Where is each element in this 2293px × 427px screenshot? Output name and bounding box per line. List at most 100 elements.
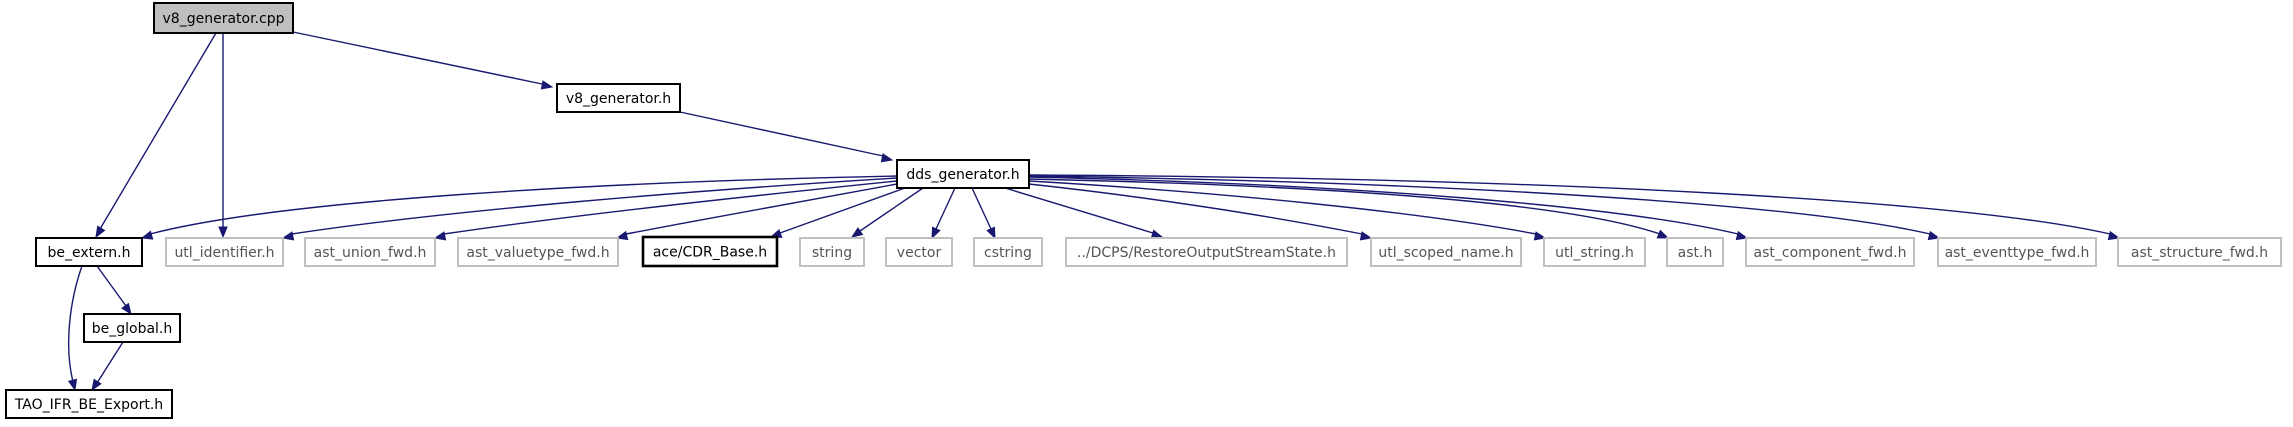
edge-dds_generator_h-to-restore_output_stream_state_h xyxy=(1004,187,1164,239)
node-label: ace/CDR_Base.h xyxy=(653,245,767,261)
node-v8-generator-h[interactable]: v8_generator.h xyxy=(556,83,681,113)
node-box xyxy=(304,237,436,267)
node-label: dds_generator.h xyxy=(906,167,1019,183)
node-be-global-h[interactable]: be_global.h xyxy=(83,313,181,343)
edge-line xyxy=(679,111,884,157)
arrowhead-icon xyxy=(121,302,132,316)
node-box xyxy=(457,237,619,267)
node-box xyxy=(1370,237,1522,267)
node-label: be_extern.h xyxy=(48,245,131,261)
edge-line xyxy=(935,187,956,230)
edge-line xyxy=(971,187,992,230)
arrowhead-icon xyxy=(1656,229,1670,239)
edge-line xyxy=(96,341,124,384)
edge-dds_generator_h-to-ast_union_fwd_h xyxy=(433,180,898,241)
node-be-extern-h[interactable]: be_extern.h xyxy=(35,237,143,267)
arrowhead-icon xyxy=(1735,230,1749,241)
node-tao-ifr-be-export-h[interactable]: TAO_IFR_BE_Export.h xyxy=(5,389,173,419)
node-utl-identifier-h: utl_identifier.h xyxy=(165,237,284,267)
edge-dds_generator_h-to-utl_scoped_name_h xyxy=(1028,183,1373,241)
edge-dds_generator_h-to-ast_eventtype_fwd_h xyxy=(1028,175,1941,241)
edge-line xyxy=(1028,183,1363,235)
edge-line xyxy=(96,265,127,307)
node-box xyxy=(641,235,779,268)
node-label: ../DCPS/RestoreOutputStreamState.h xyxy=(1077,245,1336,261)
node-box xyxy=(2117,237,2282,267)
edge-line xyxy=(1028,178,1661,235)
edges-layer xyxy=(67,31,2121,392)
node-string: string xyxy=(799,237,865,267)
edge-v8_generator_cpp-to-v8_generator_h xyxy=(292,31,554,90)
edge-dds_generator_h-to-be_extern_h xyxy=(140,175,898,240)
node-box xyxy=(799,237,865,267)
arrowhead-icon xyxy=(931,226,941,240)
node-label: ast_component_fwd.h xyxy=(1754,245,1907,261)
edge-line xyxy=(443,180,898,235)
arrowhead-icon xyxy=(67,378,78,392)
node-ace-cdr-base-h[interactable]: ace/CDR_Base.h xyxy=(641,235,779,268)
node-box xyxy=(35,237,143,267)
node-utl-scoped-name-h: utl_scoped_name.h xyxy=(1370,237,1522,267)
edge-line xyxy=(291,177,898,235)
node-box xyxy=(83,313,181,343)
arrowhead-icon xyxy=(140,230,154,240)
node-label: utl_scoped_name.h xyxy=(1378,245,1513,261)
node-box xyxy=(973,237,1043,267)
arrowhead-icon xyxy=(218,226,228,239)
edge-dds_generator_h-to-ace_cdr_base_h xyxy=(769,187,906,238)
node-ast-valuetype-fwd-h: ast_valuetype_fwd.h xyxy=(457,237,619,267)
node-label: ast_eventtype_fwd.h xyxy=(1945,245,2090,261)
edge-dds_generator_h-to-utl_string_h xyxy=(1028,180,1547,241)
node-cstring: cstring xyxy=(973,237,1043,267)
node-ast-component-fwd-h: ast_component_fwd.h xyxy=(1745,237,1915,267)
arrowhead-icon xyxy=(850,227,864,238)
nodes-layer: v8_generator.cpp v8_generator.h dds_genera… xyxy=(5,2,2282,419)
node-ast-union-fwd-h: ast_union_fwd.h xyxy=(304,237,436,267)
node-box xyxy=(1745,237,1915,267)
node-restore-output-stream-state-h: ../DCPS/RestoreOutputStreamState.h xyxy=(1065,237,1348,267)
node-vector: vector xyxy=(885,237,953,267)
edge-dds_generator_h-to-ast_valuetype_fwd_h xyxy=(615,183,898,241)
edge-line xyxy=(149,175,898,235)
edge-v8_generator_h-to-dds_generator_h xyxy=(679,111,894,163)
edge-be_extern_h-to-be_global_h xyxy=(96,265,132,316)
arrowhead-icon xyxy=(1150,229,1164,239)
arrowhead-icon xyxy=(615,230,629,241)
node-utl-string-h: utl_string.h xyxy=(1543,237,1646,267)
arrowhead-icon xyxy=(91,378,102,392)
node-label: ast_valuetype_fwd.h xyxy=(466,245,609,261)
edge-dds_generator_h-to-ast_structure_fwd_h xyxy=(1028,174,2121,241)
node-label: string xyxy=(812,245,852,261)
arrowhead-icon xyxy=(540,80,554,90)
edge-line xyxy=(859,187,924,232)
node-ast-h: ast.h xyxy=(1666,237,1724,267)
edge-be_extern_h-to-tao_ifr_be_export_h xyxy=(67,265,83,392)
node-label: v8_generator.h xyxy=(566,91,671,107)
node-label: ast_union_fwd.h xyxy=(314,245,427,261)
edge-line xyxy=(1028,180,1537,235)
node-label: v8_generator.cpp xyxy=(163,11,285,27)
edge-v8_generator_cpp-to-utl_identifier_h xyxy=(218,33,228,239)
edge-line xyxy=(1004,187,1154,234)
node-box xyxy=(896,159,1030,189)
node-dds-generator-h[interactable]: dds_generator.h xyxy=(896,159,1030,189)
node-box xyxy=(885,237,953,267)
edge-line xyxy=(1028,175,1931,235)
arrowhead-icon xyxy=(1359,231,1373,241)
arrowhead-icon xyxy=(1533,231,1547,241)
node-v8-generator-cpp[interactable]: v8_generator.cpp xyxy=(153,2,294,34)
node-label: ast_structure_fwd.h xyxy=(2131,245,2268,261)
edge-dds_generator_h-to-ast_h xyxy=(1028,178,1670,239)
arrowhead-icon xyxy=(433,231,447,241)
node-label: utl_identifier.h xyxy=(174,245,274,261)
edge-line xyxy=(625,183,898,235)
node-box xyxy=(165,237,284,267)
node-box xyxy=(153,2,294,34)
edge-be_global_h-to-tao_ifr_be_export_h xyxy=(91,341,124,392)
edge-dds_generator_h-to-string xyxy=(850,187,924,238)
edge-v8_generator_cpp-to-be_extern_h xyxy=(95,32,217,239)
node-box xyxy=(556,83,681,113)
node-box xyxy=(5,389,173,419)
node-box xyxy=(1065,237,1348,267)
